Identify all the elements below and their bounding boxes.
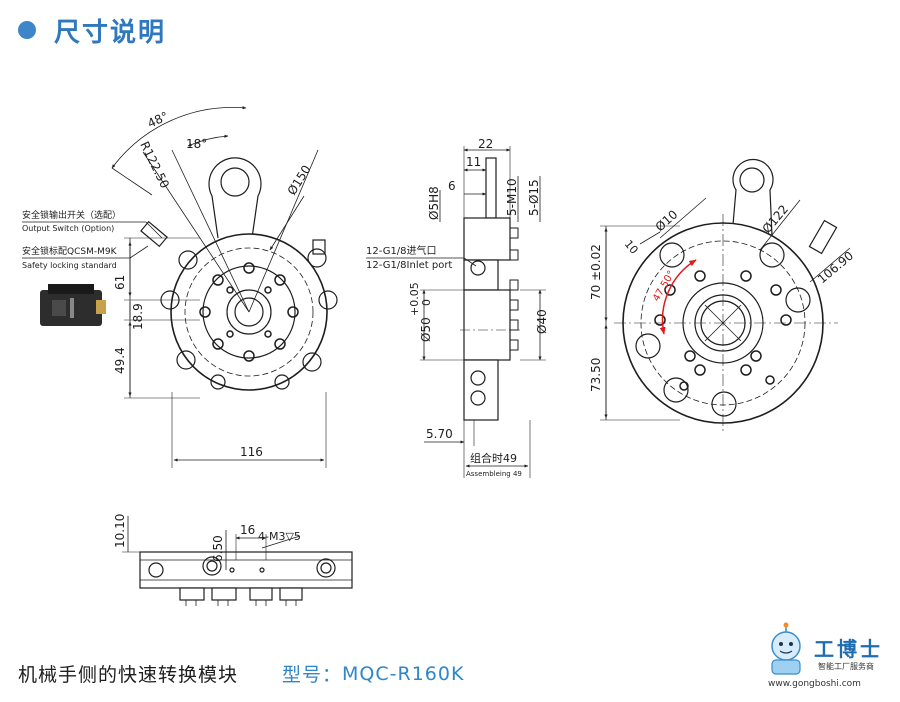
robot-mascot-icon	[771, 622, 801, 675]
dim-49-4: 49.4	[113, 347, 127, 374]
front-view	[22, 106, 338, 468]
dim-106-90: 106.90	[815, 249, 856, 287]
dim-10: 10	[622, 238, 641, 257]
dim-10-10: 10.10	[113, 514, 127, 548]
dim-5-70: 5.70	[426, 427, 453, 441]
product-name: 机械手侧的快速转换模块	[18, 664, 239, 686]
callout-lock-cn: 安全锁标配QCSM-M9K	[22, 245, 118, 257]
dim-61: 61	[113, 275, 127, 290]
callout-lock-en: Safety locking standard	[22, 261, 117, 270]
dim-73-50: 73.50	[589, 358, 603, 392]
port-label-cn: 12-G1/8进气口	[366, 244, 437, 257]
dim-16: 16	[240, 523, 255, 537]
dim-angle-48: 48°	[145, 109, 170, 131]
dim-11: 11	[466, 155, 481, 169]
section-header: 尺寸说明	[18, 10, 166, 50]
brand-logo: 工博士 智能工厂服务商 www.gongboshi.com	[760, 620, 890, 696]
model-label: 型号：	[282, 664, 343, 686]
port-label-en: 12-G1/8Inlet port	[366, 260, 452, 271]
model-value: MQC-R160K	[342, 662, 465, 685]
dim-tolerance-zero: 0	[420, 299, 433, 306]
dim-6: 6	[448, 179, 456, 193]
dim-5-m10: 5-M10	[505, 178, 519, 216]
dim-18-9: 18.9	[131, 303, 145, 330]
bullet-icon	[18, 21, 36, 39]
dim-5-dia15: 5-Ø15	[527, 179, 541, 216]
dim-70: 70 ±0.02	[589, 244, 603, 300]
dim-angle-18: 18°	[186, 137, 207, 151]
dim-6-50: 6.50	[211, 535, 225, 562]
brand-url: www.gongboshi.com	[768, 679, 861, 689]
red-angle-arc	[659, 259, 697, 335]
side-view	[366, 146, 546, 478]
dim-radius: R122.50	[137, 139, 172, 190]
callout-switch-en: Output Switch (Option)	[22, 224, 114, 233]
dim-116: 116	[240, 445, 263, 459]
dim-22: 22	[478, 137, 493, 151]
assembly-label-cn: 组合时49	[470, 451, 517, 465]
safety-lock-image	[40, 284, 106, 326]
assembly-label-en: Assembleing 49	[466, 470, 522, 478]
dim-5h8: Ø5H8	[427, 186, 441, 220]
dim-4-m3: 4-M3▽5	[258, 530, 301, 543]
dim-dia-10: Ø10	[653, 207, 681, 234]
section-title: 尺寸说明	[54, 17, 167, 48]
rear-view	[600, 158, 851, 432]
brand-name: 工博士	[814, 637, 883, 661]
dim-dia-50: Ø50	[419, 317, 433, 342]
dim-dia-40: Ø40	[535, 309, 549, 334]
callout-switch-cn: 安全锁输出开关（选配）	[22, 209, 121, 221]
dim-dia-150: Ø150	[285, 163, 314, 198]
footer: 机械手侧的快速转换模块 型号： MQC-R160K	[18, 660, 464, 687]
bottom-view	[122, 516, 353, 606]
brand-slogan: 智能工厂服务商	[818, 662, 874, 671]
dim-tolerance: +0.05	[408, 282, 421, 316]
